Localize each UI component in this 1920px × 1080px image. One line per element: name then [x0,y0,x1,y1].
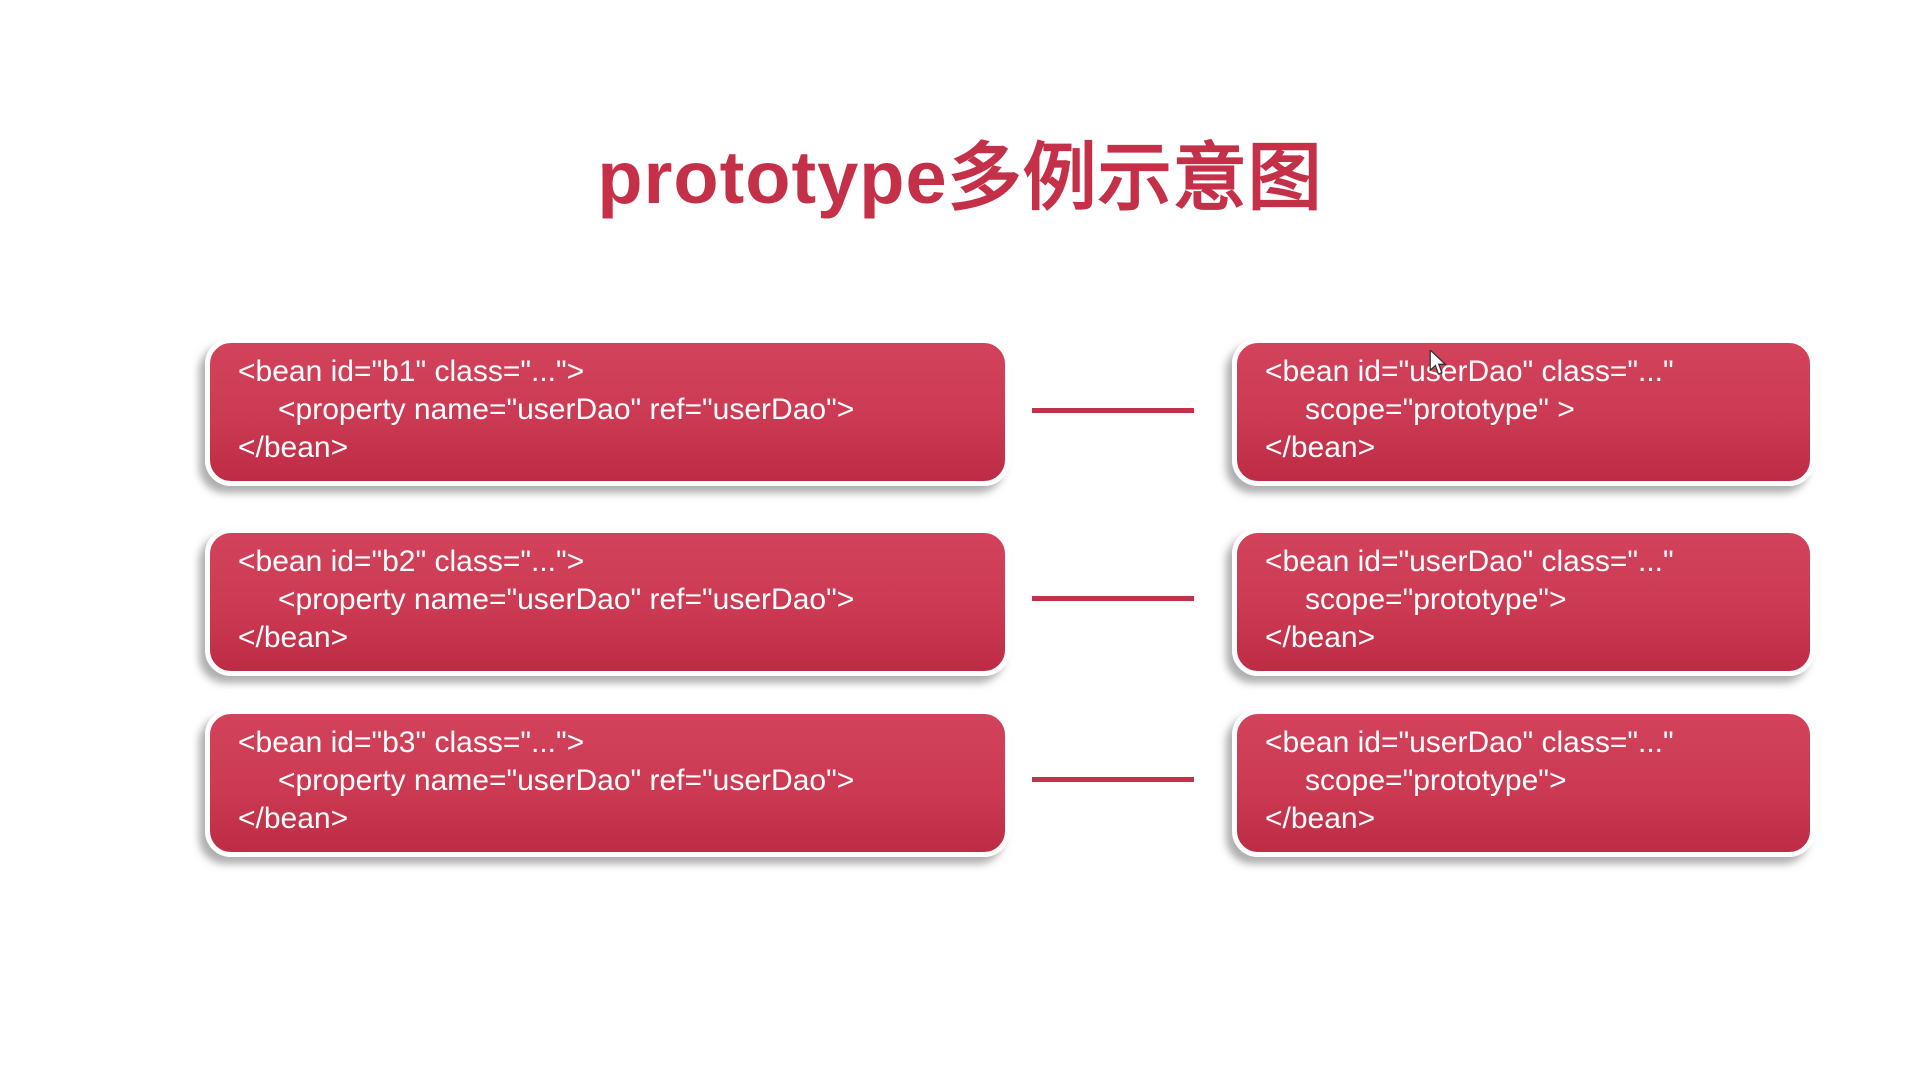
mouse-cursor-icon [1429,350,1447,375]
code-line: <bean id="userDao" class="..." [1265,726,1674,759]
code-line: </bean> [238,431,349,464]
code-line: scope="prototype" > [1305,393,1575,426]
page-title: prototype多例示意图 [597,136,1323,219]
code-line: </bean> [1265,802,1376,835]
code-line: <bean id="userDao" class="..." [1265,545,1674,578]
code-line: </bean> [238,621,349,654]
code-line: <bean id="b1" class="..."> [238,355,585,388]
code-line: scope="prototype"> [1305,583,1567,616]
bean-box-b3: <bean id="b3" class="..."> <property nam… [205,709,1010,857]
bean-box-b1: <bean id="b1" class="..."> <property nam… [205,338,1010,486]
code-line: </bean> [1265,431,1376,464]
code-line: <bean id="userDao" class="..." [1265,355,1674,388]
code-line: </bean> [1265,621,1376,654]
code-line: <bean id="b2" class="..."> [238,545,585,578]
bean-box-userdao-1: <bean id="userDao" class="..." scope="pr… [1232,338,1815,486]
code-line: <bean id="b3" class="..."> [238,726,585,759]
bean-box-userdao-3: <bean id="userDao" class="..." scope="pr… [1232,709,1815,857]
bean-box-b2: <bean id="b2" class="..."> <property nam… [205,528,1010,676]
connector-line [1032,408,1194,413]
code-line: <property name="userDao" ref="userDao"> [278,583,855,616]
connector-line [1032,777,1194,782]
code-line: scope="prototype"> [1305,764,1567,797]
bean-box-userdao-2: <bean id="userDao" class="..." scope="pr… [1232,528,1815,676]
code-line: </bean> [238,802,349,835]
connector-line [1032,596,1194,601]
code-line: <property name="userDao" ref="userDao"> [278,764,855,797]
code-line: <property name="userDao" ref="userDao"> [278,393,855,426]
